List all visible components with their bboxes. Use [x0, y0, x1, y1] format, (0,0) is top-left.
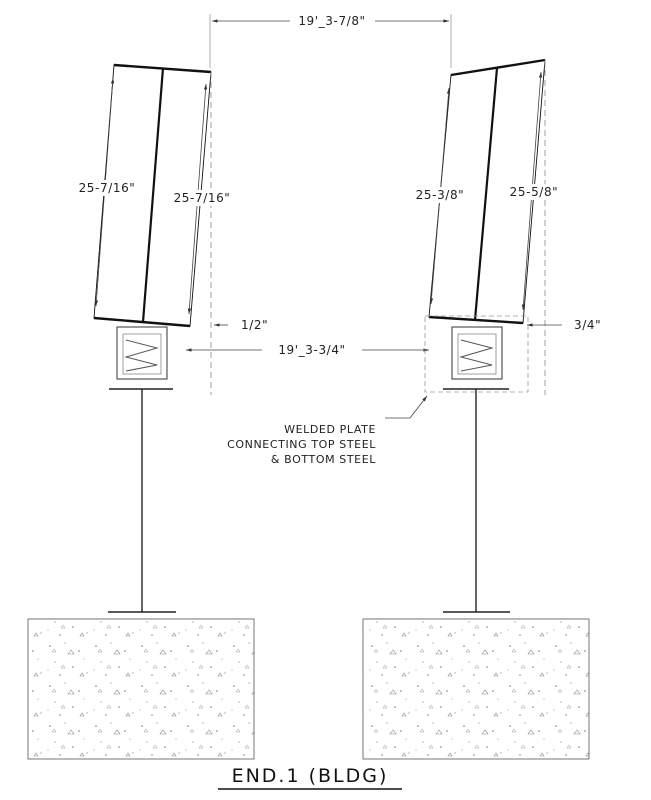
left-offset-label: 1/2" — [241, 318, 268, 332]
right-offset-dimension: 3/4" — [527, 318, 601, 332]
left-support — [27, 326, 255, 760]
top-span-dimension: 19'_3-7/8" — [209, 14, 452, 68]
bottom-span-label: 19'_3-3/4" — [278, 343, 345, 357]
callout-line-1: WELDED PLATE — [284, 423, 376, 436]
right-footing — [362, 618, 590, 760]
right-post-left-label: 25-3/8" — [416, 188, 465, 202]
right-post-right-label: 25-5/8" — [510, 185, 559, 199]
left-footing — [27, 618, 255, 760]
drawing-title: END.1 (BLDG) — [218, 765, 402, 790]
right-post: 25-3/8" 25-5/8" — [406, 58, 568, 395]
right-offset-label: 3/4" — [574, 318, 601, 332]
left-offset-dimension: 1/2" — [214, 318, 268, 332]
left-post: 25-7/16" 25-7/16" — [72, 63, 236, 395]
top-span-label: 19'_3-7/8" — [298, 14, 365, 28]
callout-line-3: & BOTTOM STEEL — [271, 453, 376, 466]
drawing-title-text: END.1 (BLDG) — [232, 765, 389, 787]
welded-plate-callout: WELDED PLATE CONNECTING TOP STEEL & BOTT… — [227, 395, 428, 466]
left-post-right-label: 25-7/16" — [174, 191, 231, 205]
callout-line-2: CONNECTING TOP STEEL — [227, 438, 376, 451]
bottom-span-dimension: 19'_3-3/4" — [186, 343, 429, 357]
right-support — [362, 315, 590, 760]
left-post-left-label: 25-7/16" — [79, 181, 136, 195]
